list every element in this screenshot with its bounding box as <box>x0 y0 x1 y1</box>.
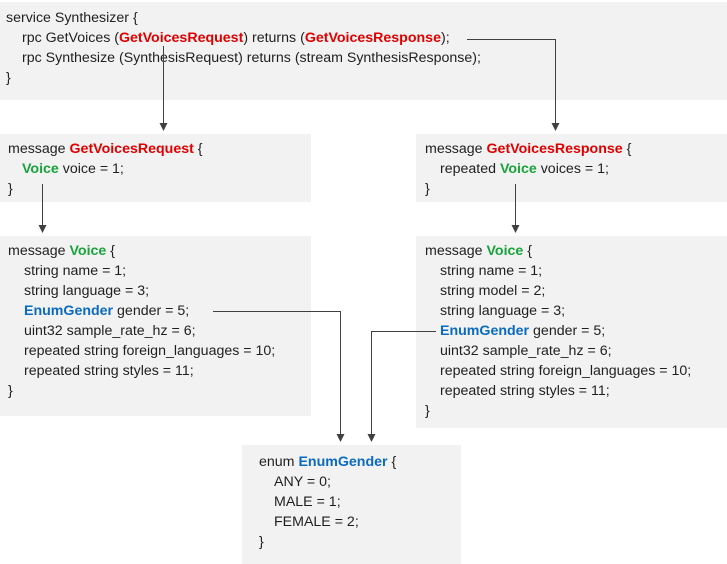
voice-right-close: } <box>425 403 430 419</box>
open-brace: { <box>106 243 116 259</box>
gender-type: EnumGender <box>440 323 530 339</box>
service-close: } <box>6 70 11 86</box>
voice-right-field: repeated string styles = 11; <box>440 383 610 399</box>
response-close: } <box>425 181 430 197</box>
field-type: Voice <box>499 161 537 177</box>
open-brace: { <box>387 454 397 470</box>
voice-left-gender-field: EnumGender gender = 5; <box>24 301 189 321</box>
message-name: GetVoicesRequest <box>69 141 194 157</box>
voice-right-field: string model = 2; <box>440 283 546 299</box>
voice-left-field: string name = 1; <box>24 263 127 279</box>
request-header: message GetVoicesRequest { <box>8 139 203 159</box>
message-name: Voice <box>69 243 107 259</box>
open-brace: { <box>523 243 533 259</box>
voice-right-field: uint32 sample_rate_hz = 6; <box>440 343 612 359</box>
voice-left-box: message Voice { string name = 1; string … <box>0 236 311 416</box>
voice-left-close: } <box>8 383 13 399</box>
rpc-prefix: rpc GetVoices ( <box>22 30 119 46</box>
rpc-get-voices-line: rpc GetVoices (GetVoicesRequest) returns… <box>22 28 450 48</box>
get-voices-response-box: message GetVoicesResponse { repeated Voi… <box>416 134 727 202</box>
voice-left-field: uint32 sample_rate_hz = 6; <box>24 323 196 339</box>
voice-right-gender-field: EnumGender gender = 5; <box>440 321 605 341</box>
voice-right-field: string name = 1; <box>440 263 543 279</box>
enum-close: } <box>259 534 264 550</box>
gender-type: EnumGender <box>24 303 114 319</box>
voice-right-field: string language = 3; <box>440 303 566 319</box>
rpc-middle: ) returns ( <box>243 30 305 46</box>
voice-right-header: message Voice { <box>425 241 532 261</box>
voice-left-field: string language = 3; <box>24 283 150 299</box>
message-keyword: message <box>425 141 487 157</box>
rpc-suffix: ); <box>440 30 450 46</box>
response-header: message GetVoicesResponse { <box>425 139 631 159</box>
enum-value: ANY = 0; <box>274 474 331 490</box>
voice-right-field: repeated string foreign_languages = 10; <box>440 363 692 379</box>
service-line: service Synthesizer { <box>6 10 138 26</box>
field-rest: voices = 1; <box>536 161 609 177</box>
get-voices-request-box: message GetVoicesRequest { Voice voice =… <box>0 134 311 202</box>
request-type: GetVoicesRequest <box>118 30 244 46</box>
rpc-synthesize-line: rpc Synthesize (SynthesisRequest) return… <box>22 50 481 66</box>
enum-keyword: enum <box>259 454 299 470</box>
response-field: repeated Voice voices = 1; <box>440 159 609 179</box>
open-brace: { <box>193 141 203 157</box>
field-prefix: repeated <box>440 161 500 177</box>
gender-rest: gender = 5; <box>113 303 190 319</box>
request-field: Voice voice = 1; <box>22 159 124 179</box>
enum-value: MALE = 1; <box>274 494 341 510</box>
enum-value: FEMALE = 2; <box>274 514 359 530</box>
field-rest: voice = 1; <box>58 161 124 177</box>
message-name: Voice <box>486 243 524 259</box>
voice-right-box: message Voice { string name = 1; string … <box>416 236 727 428</box>
voice-left-field: repeated string styles = 11; <box>24 363 194 379</box>
message-keyword: message <box>8 141 70 157</box>
message-keyword: message <box>8 243 70 259</box>
message-keyword: message <box>425 243 487 259</box>
enum-header: enum EnumGender { <box>259 452 396 472</box>
open-brace: { <box>622 141 632 157</box>
enum-name: EnumGender <box>298 454 388 470</box>
enum-gender-box: enum EnumGender { ANY = 0; MALE = 1; FEM… <box>242 445 461 564</box>
voice-left-field: repeated string foreign_languages = 10; <box>24 343 276 359</box>
service-box: service Synthesizer { rpc GetVoices (Get… <box>0 2 727 100</box>
message-name: GetVoicesResponse <box>486 141 623 157</box>
request-close: } <box>8 181 13 197</box>
gender-rest: gender = 5; <box>529 323 606 339</box>
voice-left-header: message Voice { <box>8 241 115 261</box>
response-type: GetVoicesResponse <box>304 30 441 46</box>
field-type: Voice <box>22 161 59 177</box>
